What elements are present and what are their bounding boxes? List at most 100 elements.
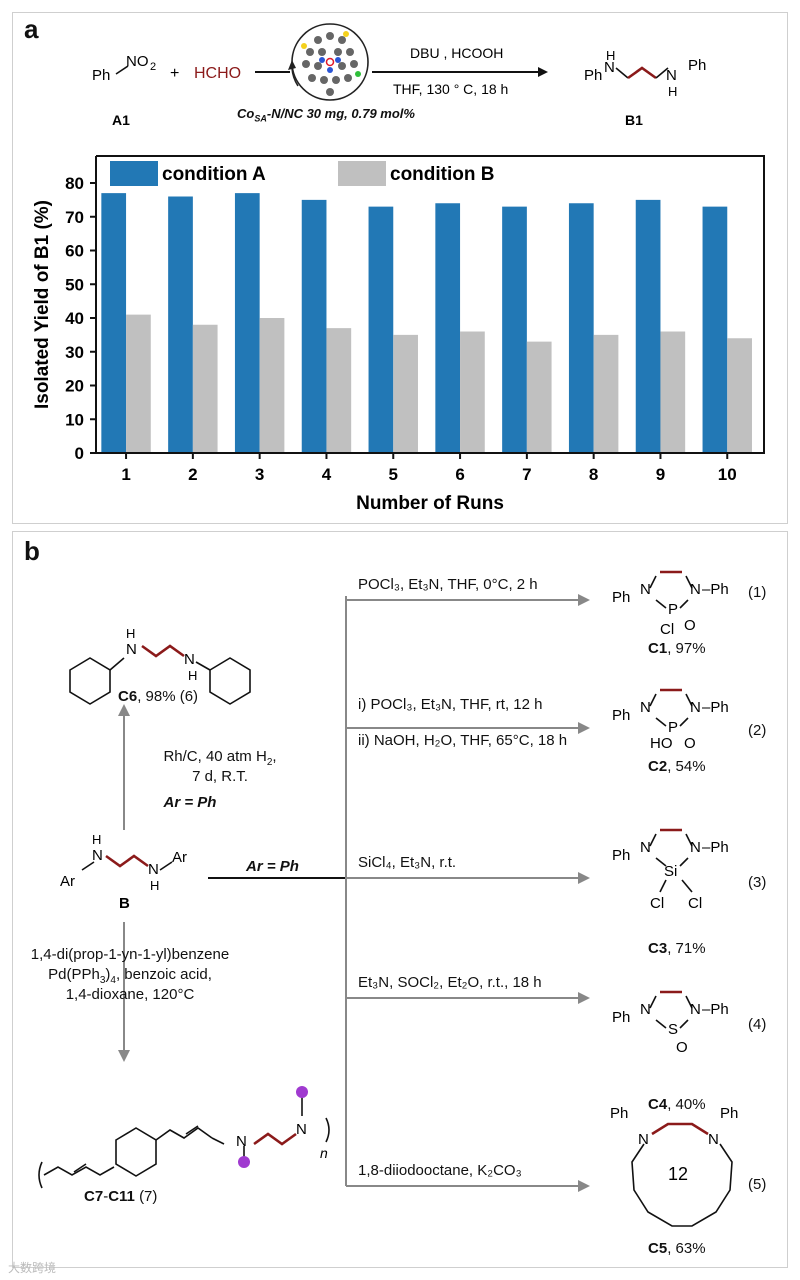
branch-arrowhead-4 bbox=[578, 992, 590, 1004]
bar-a-run-9 bbox=[635, 199, 661, 453]
y-axis-label: Isolated Yield of B1 (%) bbox=[32, 200, 53, 409]
b1-bond-1 bbox=[615, 67, 629, 79]
x-tick-label-5: 5 bbox=[389, 465, 398, 484]
x-axis-label: Number of Runs bbox=[356, 493, 504, 514]
c1-structure bbox=[649, 570, 693, 609]
product-c2-label: C2, 54% bbox=[648, 758, 706, 775]
bar-a-run-10 bbox=[702, 206, 728, 453]
b1-ph-left: Ph bbox=[584, 67, 602, 84]
a1-no2-sub: 2 bbox=[150, 61, 156, 73]
watermark: 大数跨境 bbox=[8, 1261, 57, 1275]
reaction-3-conditions: SiCl₄, Et₃N, r.t. bbox=[358, 854, 457, 871]
c2-ph-right: –Ph bbox=[702, 699, 729, 716]
x-tick-label-10: 10 bbox=[718, 465, 737, 484]
reaction-4-conditions: Et₃N, SOCl₂, Et₂O, r.t., 18 h bbox=[358, 974, 542, 991]
bar-b-run-10 bbox=[727, 338, 752, 453]
product-c4-label: C4, 40% bbox=[648, 1096, 706, 1113]
reaction-arrowhead-a bbox=[538, 67, 548, 77]
c5-ph-right: Ph bbox=[720, 1105, 738, 1122]
y-tick-label-10: 10 bbox=[65, 410, 84, 429]
b1-ethylene bbox=[627, 66, 657, 80]
plus-sign: + bbox=[170, 65, 179, 82]
catalyst-label: CoSA-N/NC 30 mg, 0.79 mol% bbox=[237, 106, 415, 124]
c1-n-right: N bbox=[690, 581, 701, 598]
c3-structure bbox=[649, 828, 693, 893]
x-tick-label-8: 8 bbox=[589, 465, 598, 484]
a1-no2-text: NO bbox=[126, 53, 149, 70]
b1-n-right: N bbox=[666, 67, 677, 84]
bar-b-run-5 bbox=[393, 334, 418, 453]
hcho-text: HCHO bbox=[194, 65, 241, 82]
y-tick-label-60: 60 bbox=[65, 242, 84, 261]
equation-number-5: (5) bbox=[748, 1176, 767, 1193]
c7-c11-label: C7-C11 (7) bbox=[84, 1188, 158, 1205]
y-tick-label-0: 0 bbox=[75, 444, 84, 463]
y-tick-label-40: 40 bbox=[65, 309, 84, 328]
reaction-5-conditions: 1,8-diiodooctane, K₂CO₃ bbox=[358, 1162, 522, 1179]
reaction-2-conditions-2: ii) NaOH, H₂O, THF, 65°C, 18 h bbox=[358, 732, 568, 749]
legend-label-a: condition A bbox=[162, 164, 266, 185]
legend-label-b: condition B bbox=[390, 164, 494, 185]
c1-ph-left: Ph bbox=[612, 589, 630, 606]
bar-b-run-2 bbox=[192, 324, 218, 453]
c4-o: O bbox=[676, 1039, 688, 1056]
bar-b-run-1 bbox=[126, 314, 151, 453]
label-b: B bbox=[119, 895, 130, 912]
x-tick-label-3: 3 bbox=[255, 465, 264, 484]
bar-a-run-8 bbox=[568, 203, 594, 453]
c6-structure bbox=[69, 644, 251, 705]
reagents-top-a: DBU , HCOOH bbox=[410, 45, 503, 61]
reaction-scheme-a: Ph NO 2 + HCHO A1 DBU , HCOOH THF, 130 °… bbox=[92, 23, 706, 128]
c5-structure bbox=[631, 1122, 733, 1227]
label-b1: B1 bbox=[625, 112, 643, 128]
b1-bond-2 bbox=[655, 67, 669, 79]
y-tick-label-50: 50 bbox=[65, 275, 84, 294]
product-c3-label: C3, 71% bbox=[648, 940, 706, 957]
x-tick-label-1: 1 bbox=[121, 465, 130, 484]
bar-a-run-7 bbox=[502, 206, 527, 453]
c4-n-right: N bbox=[690, 1001, 701, 1018]
legend-swatch-a bbox=[110, 161, 158, 186]
b1-n-left: N bbox=[604, 59, 615, 76]
y-tick-label-20: 20 bbox=[65, 377, 84, 396]
c7-n-right: N bbox=[296, 1121, 307, 1138]
hydrogenation-cond-2: 7 d, R.T. bbox=[192, 768, 248, 785]
panel-b bbox=[12, 531, 788, 1268]
arrowhead-up-c6 bbox=[118, 704, 130, 716]
c6-h-right: H bbox=[188, 668, 197, 683]
c1-o: O bbox=[684, 617, 696, 634]
c3-ph-right: –Ph bbox=[702, 839, 729, 856]
c5-n-right: N bbox=[708, 1131, 719, 1148]
legend-swatch-b bbox=[338, 161, 386, 186]
c5-ring-size: 12 bbox=[668, 1164, 688, 1184]
c6-label: C6, 98% (6) bbox=[118, 688, 199, 705]
c4-s: S bbox=[668, 1021, 678, 1038]
c2-o: O bbox=[684, 735, 696, 752]
b-n-right: N bbox=[148, 861, 159, 878]
c6-h-left: H bbox=[126, 626, 135, 641]
chart-legend: condition A condition B bbox=[110, 161, 494, 186]
equation-number-4: (4) bbox=[748, 1016, 767, 1033]
c1-n-left: N bbox=[640, 581, 651, 598]
panel-a bbox=[12, 12, 788, 524]
b-h-right: H bbox=[150, 878, 159, 893]
y-tick-label-70: 70 bbox=[65, 208, 84, 227]
branch-arrowhead-5 bbox=[578, 1180, 590, 1192]
ar-eq-ph-vertical: Ar = Ph bbox=[163, 794, 217, 811]
bar-b-run-6 bbox=[460, 331, 485, 453]
c1-cl: Cl bbox=[660, 621, 674, 638]
b-h-left: H bbox=[92, 832, 101, 847]
y-tick-label-80: 80 bbox=[65, 174, 84, 193]
chart-frame bbox=[95, 155, 765, 454]
x-tick-label-4: 4 bbox=[322, 465, 332, 484]
reaction-1-conditions: POCl₃, Et₃N, THF, 0°C, 2 h bbox=[358, 576, 538, 593]
polym-cond-3: 1,4-dioxane, 120°C bbox=[65, 986, 195, 1003]
c3-cl-right: Cl bbox=[688, 895, 702, 912]
c4-ph-right: –Ph bbox=[702, 1001, 729, 1018]
c7-bullet-lower bbox=[238, 1156, 250, 1168]
conditions-bottom-a: THF, 130 ° C, 18 h bbox=[393, 81, 508, 97]
c6-n-left-sym: N bbox=[126, 641, 137, 658]
label-a1: A1 bbox=[112, 112, 130, 128]
c7-n-index: n bbox=[320, 1145, 328, 1161]
